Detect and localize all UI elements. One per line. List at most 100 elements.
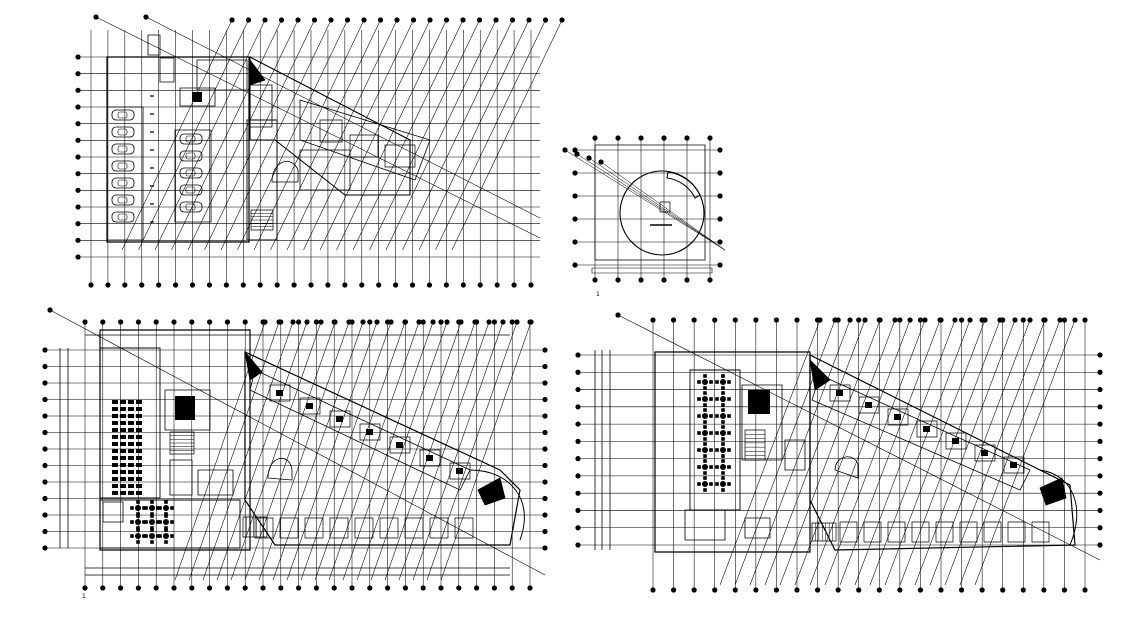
service-room — [198, 470, 233, 495]
wing-room — [975, 445, 995, 461]
diagonal-grid-line — [122, 20, 232, 250]
table — [702, 481, 708, 487]
grid-bubble-bottom — [511, 282, 517, 288]
lobby-curve — [268, 458, 292, 480]
seat — [128, 484, 134, 488]
grid-bubble-right — [542, 462, 548, 469]
diagonal-grid-line — [436, 20, 546, 250]
seat — [120, 484, 126, 488]
chair — [697, 482, 701, 486]
seat — [120, 456, 126, 460]
grid-bubble-bottom — [139, 282, 145, 288]
table-set-icon — [715, 442, 731, 458]
chair — [164, 540, 168, 544]
parking-bay-row — [175, 130, 211, 222]
grid-bubble-top — [707, 135, 713, 141]
diagonal-grid-bubble — [562, 147, 568, 153]
diagonal-grid-bubble — [143, 14, 149, 20]
dining-area — [100, 500, 240, 548]
grid-bubble-left — [575, 473, 581, 479]
diagonal-grid-bubble — [877, 317, 883, 323]
car-roof — [186, 204, 195, 210]
chair — [156, 506, 160, 510]
chair — [715, 380, 719, 384]
shop-unit — [840, 522, 857, 542]
chair — [158, 506, 162, 510]
chair — [164, 514, 168, 518]
grid-bubble-bottom — [494, 282, 500, 288]
wing-fixture — [981, 450, 988, 456]
grid-bubble-top — [82, 319, 88, 325]
car-roof — [186, 136, 195, 142]
grid-bubble-bottom — [527, 585, 533, 591]
stairs-icon — [170, 432, 194, 454]
chair — [142, 520, 146, 524]
chair — [721, 471, 725, 475]
diagonal-grid-line — [370, 20, 480, 250]
grid-bubble-bottom — [376, 282, 382, 288]
grid-bubble-left — [75, 221, 81, 227]
diagonal-grid-bubble — [1057, 317, 1063, 323]
diagonal-grid-line — [765, 320, 865, 585]
seat — [128, 491, 134, 495]
service-room — [180, 88, 215, 106]
grid-bubble-bottom — [291, 282, 297, 288]
diagonal-grid-line — [915, 320, 1015, 585]
chair — [703, 386, 707, 390]
diagonal-grid-bubble — [862, 317, 868, 323]
wing-room — [450, 463, 470, 479]
grid-bubble-bottom — [773, 587, 780, 593]
seat — [136, 463, 142, 467]
grid-bubble-bottom — [938, 587, 944, 593]
diagonal-grid-bubble — [388, 319, 394, 325]
ramp-zone — [247, 120, 277, 240]
grid-bubble-bottom — [443, 282, 449, 288]
chair — [703, 454, 707, 458]
grid-bubble-right — [717, 239, 723, 245]
chair — [721, 459, 725, 463]
grid-bubble-bottom — [1061, 587, 1068, 593]
wing-fixture — [306, 403, 313, 409]
grid-bubble-left — [75, 87, 81, 93]
seat — [120, 435, 126, 439]
diagonal-grid-bubble — [427, 17, 433, 23]
table — [720, 413, 726, 419]
diagonal-grid-line — [601, 162, 725, 250]
grid-bubble-right — [1097, 404, 1103, 410]
grid-bubble-top — [592, 135, 598, 141]
wing-room — [888, 409, 908, 425]
chair — [727, 397, 731, 401]
chair — [703, 374, 707, 378]
wing-room — [320, 120, 342, 142]
grid-bubble-bottom — [835, 587, 841, 593]
seat — [112, 477, 118, 481]
site-boundary — [595, 145, 705, 260]
grid-bubble-top — [135, 319, 141, 325]
wing-fixture — [336, 416, 343, 422]
grid-bubble-left — [75, 187, 81, 193]
diagonal-grid-bubble — [615, 312, 621, 318]
diagonal-grid-line — [259, 322, 349, 580]
grid-bubble-top — [491, 319, 497, 325]
parking-bay-row — [107, 107, 143, 240]
chair — [697, 380, 701, 384]
grid-bubble-bottom — [367, 585, 373, 591]
chair — [709, 482, 713, 486]
chair — [703, 408, 707, 412]
diagonal-grid-line — [750, 320, 850, 585]
wing-room — [420, 450, 440, 466]
diagonal-grid-line — [273, 322, 363, 580]
seat — [136, 442, 142, 446]
seat — [136, 407, 142, 411]
grid-bubble-right — [542, 363, 548, 370]
car-icon — [112, 127, 134, 137]
diagonal-grid-bubble — [374, 319, 380, 325]
diagonal-grid-bubble — [907, 317, 913, 323]
table — [149, 519, 155, 525]
grid-bubble-bottom — [393, 282, 399, 288]
table — [720, 447, 726, 453]
chair — [150, 528, 154, 532]
seat — [128, 414, 134, 418]
diagonal-grid-line — [337, 20, 447, 250]
curved-room — [667, 172, 700, 198]
